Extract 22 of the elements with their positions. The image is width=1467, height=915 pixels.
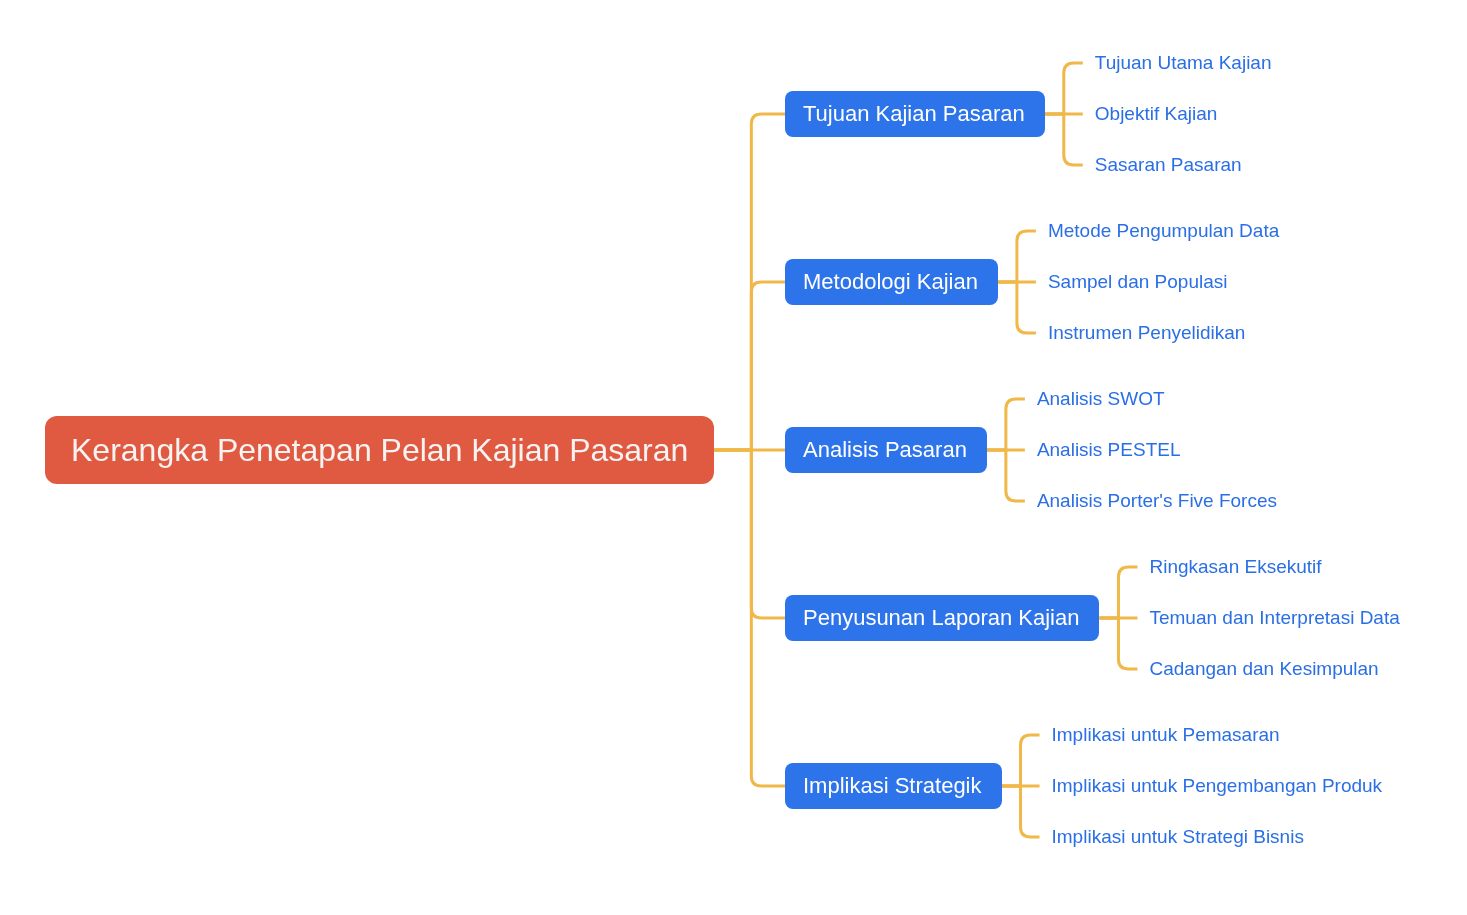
topic-box: Analisis Pasaran bbox=[785, 427, 987, 473]
topic-box: Metodologi Kajian bbox=[785, 259, 998, 305]
subtopic-text: Analisis SWOT bbox=[1036, 387, 1165, 411]
subtopic-text: Implikasi untuk Pengembangan Produk bbox=[1051, 774, 1383, 798]
subtopic-text: Analisis PESTEL bbox=[1036, 438, 1181, 462]
subtopic-text: Tujuan Utama Kajian bbox=[1094, 51, 1272, 75]
subtopic-text: Ringkasan Eksekutif bbox=[1149, 555, 1322, 579]
subtopic-text: Analisis Porter's Five Forces bbox=[1036, 489, 1277, 513]
topic-box: Tujuan Kajian Pasaran bbox=[785, 91, 1045, 137]
connector-line bbox=[714, 448, 785, 788]
topic-box: Penyusunan Laporan Kajian bbox=[785, 595, 1100, 641]
subtopic-text: Cadangan dan Kesimpulan bbox=[1149, 657, 1379, 681]
subtopic-text: Implikasi untuk Strategi Bisnis bbox=[1051, 825, 1304, 849]
subtopic-text: Temuan dan Interpretasi Data bbox=[1149, 606, 1400, 630]
topic-box: Implikasi Strategik bbox=[785, 763, 1002, 809]
central-topic-box: Kerangka Penetapan Pelan Kajian Pasaran bbox=[45, 416, 715, 484]
subtopic-text: Metode Pengumpulan Data bbox=[1047, 219, 1280, 243]
subtopic-text: Instrumen Penyelidikan bbox=[1047, 321, 1246, 345]
subtopic-text: Sasaran Pasaran bbox=[1094, 153, 1242, 177]
subtopic-text: Sampel dan Populasi bbox=[1047, 270, 1228, 294]
subtopic-text: Objektif Kajian bbox=[1094, 102, 1218, 126]
subtopic-text: Implikasi untuk Pemasaran bbox=[1051, 723, 1280, 747]
